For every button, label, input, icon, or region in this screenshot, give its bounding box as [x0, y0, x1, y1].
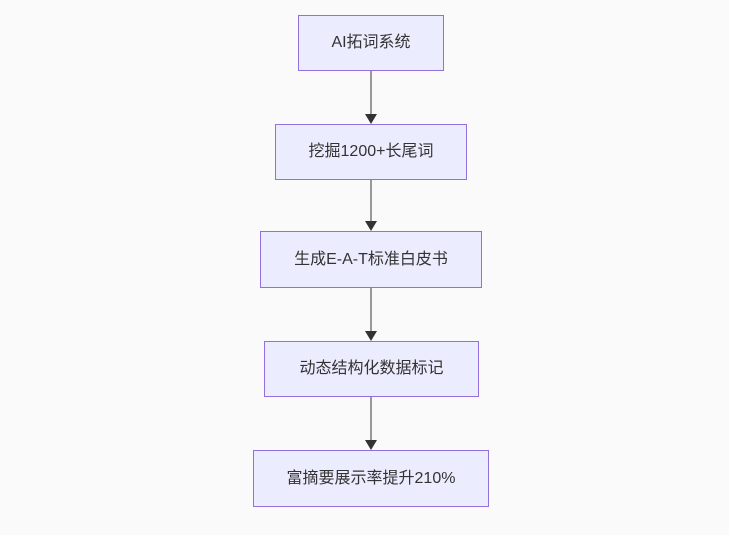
- node-label: 生成E-A-T标准白皮书: [294, 250, 448, 268]
- edge-line-3: [370, 288, 372, 332]
- node-ai-keyword-expansion-system: AI拓词系统: [298, 15, 444, 71]
- node-longtail-keyword-mining: 挖掘1200+长尾词: [275, 124, 467, 180]
- node-dynamic-structured-data-markup: 动态结构化数据标记: [264, 341, 479, 397]
- node-label: 挖掘1200+长尾词: [308, 143, 434, 161]
- edge-line-4: [370, 397, 372, 441]
- edge-arrowhead-icon-1: [365, 114, 377, 124]
- node-label: 动态结构化数据标记: [299, 360, 444, 378]
- node-rich-snippet-rate-increase: 富摘要展示率提升210%: [253, 450, 489, 507]
- node-label: AI拓词系统: [331, 34, 411, 52]
- node-label: 富摘要展示率提升210%: [286, 469, 456, 487]
- edge-arrowhead-icon-2: [365, 221, 377, 231]
- edge-line-2: [370, 180, 372, 222]
- node-eat-standard-whitepaper: 生成E-A-T标准白皮书: [260, 231, 482, 288]
- edge-line-1: [370, 71, 372, 115]
- edge-arrowhead-icon-3: [365, 331, 377, 341]
- edge-arrowhead-icon-4: [365, 440, 377, 450]
